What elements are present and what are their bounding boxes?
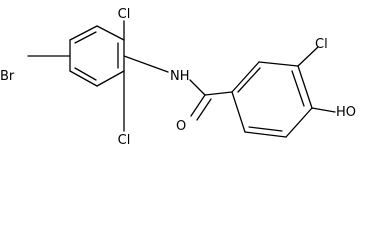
- bond-carbonyl-ring: [204, 91, 233, 96]
- bond-n-carbonyl: [189, 79, 206, 96]
- bond-r5-r6-inner: [248, 126, 283, 132]
- bond-c2-c3-inner: [74, 31, 97, 44]
- atom-label-br: Br: [0, 69, 15, 84]
- bond-c5-c6: [96, 70, 125, 87]
- bond-c4-c5: [69, 70, 98, 87]
- atom-label-o: O: [176, 119, 186, 134]
- atom-label-cl-top: Cl: [118, 7, 131, 22]
- bond-r3-r4-inner: [291, 70, 305, 107]
- bond-c2-c3: [69, 25, 98, 41]
- bond-r4-r5: [285, 107, 313, 138]
- amide-linkage: [123, 55, 233, 121]
- bond-c4-c5-inner: [74, 67, 97, 81]
- bond-ring-n: [123, 55, 169, 73]
- bond-r5-r6: [244, 131, 287, 138]
- chlorohydroxyphenyl-ring: [231, 46, 336, 138]
- atom-label-cl-bottom: Cl: [118, 133, 131, 148]
- bond-r2-r3: [258, 61, 299, 67]
- bond-r6-r1: [231, 91, 246, 133]
- atom-label-hydroxyl: HO: [336, 105, 356, 120]
- bond-r1-r2: [231, 61, 260, 93]
- bond-c1-c2: [96, 25, 125, 41]
- dichlorobromophenyl-ring: [27, 20, 125, 132]
- bond-r3-cl: [297, 46, 319, 67]
- atom-label-nh: NH: [170, 69, 190, 84]
- bond-r4-oh: [311, 107, 336, 113]
- bond-carbonyl-o-second: [196, 98, 212, 121]
- bond-r3-r4: [297, 65, 313, 109]
- chemical-structure: Cl Br NH O Cl Cl HO: [0, 7, 356, 148]
- atom-label-cl-right: Cl: [315, 37, 328, 52]
- bond-carbonyl-o: [190, 94, 206, 117]
- bond-r1-r2-inner: [237, 67, 261, 93]
